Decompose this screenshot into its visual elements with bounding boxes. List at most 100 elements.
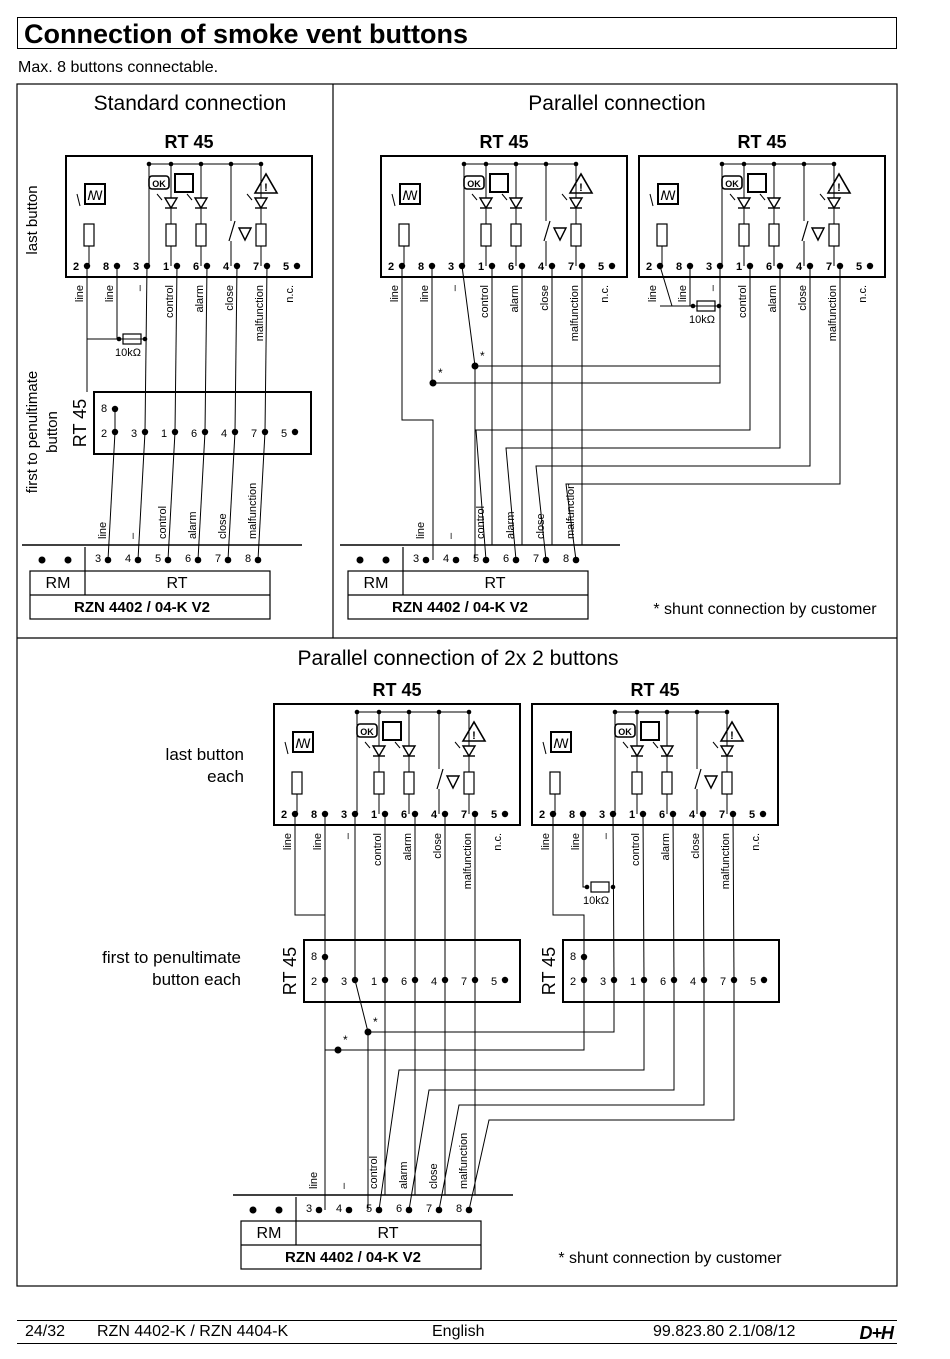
controller-terminal-dot: [104, 556, 112, 564]
rt45-terminal-label: malfunction: [462, 833, 474, 889]
rt45-sub-title: RT 45: [70, 399, 90, 447]
wire: [378, 980, 645, 1211]
rt45-terminal-dot: [549, 810, 557, 818]
label-last-button-each: last button: [166, 745, 244, 764]
smoke-vent-icon: [640, 721, 660, 741]
resistor-label: 10kΩ: [115, 347, 141, 359]
rt45-box: [65, 155, 313, 278]
controller-terminal-label: malfunction: [565, 483, 577, 539]
controller-terminal-number: 6: [396, 1203, 402, 1215]
resistor-icon: [696, 300, 716, 312]
rt45-sub-terminal-dot: [381, 976, 389, 984]
rt45-terminal-label: line: [74, 285, 86, 302]
resistor-dot: [690, 303, 696, 309]
rt45-terminal-dot: [518, 262, 526, 270]
rt45-bus-dot: [483, 161, 489, 167]
controller-terminal-number: 8: [245, 553, 251, 565]
resistor-dot: [116, 336, 122, 342]
rt45-sub-terminal-number: 4: [431, 976, 437, 988]
wire: [461, 265, 720, 367]
shunt-mark: *: [480, 349, 485, 363]
section-title-standard: Standard connection: [94, 92, 287, 115]
rt45-terminal-label: –: [707, 284, 719, 291]
controller-name: RZN 4402 / 04-K V2: [285, 1249, 421, 1266]
rt45-terminal-dot: [471, 810, 479, 818]
rt45-bus-dot: [771, 161, 777, 167]
rt45-terminal-label: close: [797, 285, 809, 311]
controller-terminal-dot: [572, 556, 580, 564]
rt45-sub-box: [562, 939, 780, 1003]
rt45-terminal-label: line: [677, 285, 689, 302]
controller-terminal-label: control: [475, 506, 487, 539]
switch-icon: [801, 220, 809, 242]
controller-rm-label: RM: [257, 1225, 282, 1242]
rt45-bus-dot: [436, 709, 442, 715]
rt45-terminal-label: line: [389, 285, 401, 302]
controller-terminal-number: 7: [426, 1203, 432, 1215]
warning-triangle-icon: [253, 172, 279, 194]
rt45-terminal-number: 7: [826, 261, 832, 273]
led-arrow: [471, 193, 478, 201]
close-triangle-icon: [703, 775, 719, 790]
rt45-terminal-dot: [578, 262, 586, 270]
resistor-icon: [590, 881, 610, 893]
rt45-terminal-label: control: [164, 285, 176, 318]
switch-icon: [694, 768, 702, 790]
led-arrow: [729, 193, 736, 201]
led-icon: [719, 745, 735, 758]
rt45-bus-dot: [168, 161, 174, 167]
rt45-sub-terminal-dot: [441, 976, 449, 984]
resistor-icon: [122, 333, 142, 345]
rt45-terminal-label: alarm: [402, 833, 414, 861]
wire: [137, 431, 146, 561]
smoke-vent-icon: [489, 173, 509, 193]
rt45-terminal-number: 7: [461, 809, 467, 821]
controller-terminal-dot: [134, 556, 142, 564]
led-icon: [461, 745, 477, 758]
controller-terminal-number: 8: [456, 1203, 462, 1215]
rt45-terminal-number: 8: [676, 261, 682, 273]
rt45-title: RT 45: [372, 680, 421, 700]
close-triangle-icon: [552, 227, 568, 242]
controller-terminal-number: 6: [185, 553, 191, 565]
controller-terminal-label: line: [415, 522, 427, 539]
rt45-sub-top-terminal: 8: [101, 403, 107, 415]
rt45-bus-dot: [694, 709, 700, 715]
label-last-button: last button: [24, 185, 41, 254]
rt45-sub-terminal-number: 7: [251, 428, 257, 440]
rt45-terminal-dot: [699, 810, 707, 818]
rt45-sub-box: [93, 391, 312, 455]
wire: [702, 813, 705, 981]
rt45-terminal-number: 6: [508, 261, 514, 273]
controller-terminal-number: 4: [125, 553, 131, 565]
rt45-sub-terminal-number: 6: [401, 976, 407, 988]
rt45-sub-terminal-number: 6: [191, 428, 197, 440]
rt45-sub-terminal-dot: [321, 953, 329, 961]
rt45-terminal-label: close: [539, 285, 551, 311]
smoke-vent-icon: [292, 731, 314, 753]
rt45-terminal-dot: [398, 262, 406, 270]
section-title-parallel-2x2: Parallel connection of 2x 2 buttons: [297, 647, 618, 670]
resistor-icon: [661, 771, 673, 795]
switch-icon: [436, 768, 444, 790]
label-first-to-penultimate: first to penultimate: [24, 371, 41, 494]
led-arrow: [156, 193, 163, 201]
shunt-mark: *: [373, 1015, 378, 1029]
wire: [144, 265, 148, 433]
switch-icon: [284, 741, 289, 755]
wire: [408, 980, 675, 1211]
rt45-sub-terminal-number: 1: [371, 976, 377, 988]
resistor-icon: [398, 223, 410, 247]
rt45-terminal-dot: [806, 262, 814, 270]
rt45-terminal-number: 2: [281, 809, 287, 821]
controller-terminal-number: 7: [215, 553, 221, 565]
rt45-sub-terminal-number: 6: [660, 976, 666, 988]
led-arrow: [819, 193, 826, 201]
switch-icon: [649, 193, 654, 207]
rt45-terminal-label: control: [479, 285, 491, 318]
shunt-dot: [471, 362, 479, 370]
label-last-button-each-2: each: [207, 767, 244, 786]
wire: [468, 980, 735, 1211]
controller-terminal-label: control: [368, 1156, 380, 1189]
controller-terminal-dot: [465, 1206, 473, 1214]
